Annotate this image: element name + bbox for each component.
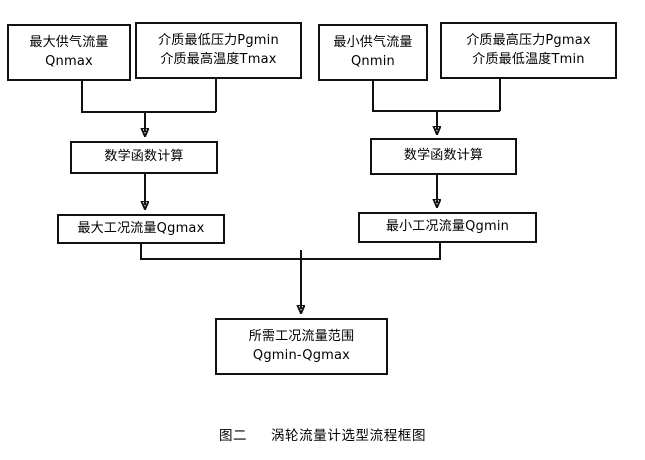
node-max-working-flow-qgmax[interactable]: 最大工况流量Qgmax [57,214,225,244]
node-required-flow-range-line2: Qgmin-Qgmax [252,347,351,363]
node-min-temp-line: 介质最低温度Tmin [472,51,585,67]
figure-caption-label: 图二 [218,428,248,444]
node-math-calculation-right[interactable]: 数学函数计算 [370,138,517,175]
figure-caption: 图二 涡轮流量计选型流程框图 [0,424,645,444]
node-max-supply-flow-line2: Qnmax [45,53,93,69]
edge-qnmax-to-merge-left [81,81,216,113]
node-max-supply-flow[interactable]: 最大供气流量 Qnmax [7,24,131,81]
node-min-pressure-line: 介质最低压力Pgmin [158,32,279,48]
node-max-supply-flow-line1: 最大供气流量 [29,34,109,50]
node-min-pressure-max-temp[interactable]: 介质最低压力Pgmin 介质最高温度Tmax [135,22,302,79]
figure-caption-title: 涡轮流量计选型流程框图 [270,428,427,444]
node-math-calculation-right-label: 数学函数计算 [403,148,484,164]
node-required-flow-range-line1: 所需工况流量范围 [248,328,355,344]
node-min-working-flow-qgmin[interactable]: 最小工况流量Qgmin [358,212,537,243]
node-max-pressure-min-temp[interactable]: 介质最高压力Pgmax 介质最低温度Tmin [440,22,617,79]
node-max-working-flow-label: 最大工况流量Qgmax [77,220,205,236]
node-min-supply-flow-line2: Qnmin [351,53,395,69]
edge-qgmin-to-merge-bottom [301,243,441,260]
node-math-calculation-left[interactable]: 数学函数计算 [70,141,218,174]
node-min-supply-flow[interactable]: 最小供气流量 Qnmin [318,24,428,81]
node-math-calculation-left-label: 数学函数计算 [104,149,184,165]
node-min-supply-flow-line1: 最小供气流量 [333,34,413,50]
node-required-flow-range[interactable]: 所需工况流量范围 Qgmin-Qgmax [215,318,388,375]
edge-qnmin-to-merge-right [372,81,500,112]
node-max-pressure-line: 介质最高压力Pgmax [466,32,591,48]
node-min-working-flow-label: 最小工况流量Qgmin [385,219,510,235]
edge-qgmax-to-merge-bottom [140,244,301,260]
node-max-temp-line: 介质最高温度Tmax [160,51,277,67]
